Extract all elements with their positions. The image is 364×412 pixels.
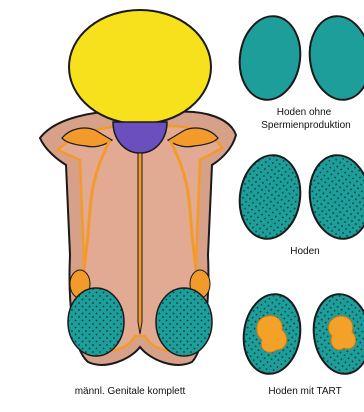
label-testes: Hoden — [265, 246, 345, 258]
testis-normal-left — [234, 151, 305, 243]
testis-left — [68, 288, 124, 356]
testis-right — [156, 288, 212, 356]
bladder — [69, 10, 211, 124]
urethra — [138, 153, 142, 334]
tart-lesion-right — [328, 316, 355, 350]
label-main-caption: männl. Genitale komplett — [30, 386, 230, 398]
label-testes-tart: Hoden mit TART — [253, 386, 357, 398]
testis-normal-right — [304, 151, 364, 243]
label-testes-no-sperm-line2: Spermienproduktion — [250, 120, 362, 132]
label-testes-no-sperm-line1: Hoden ohne — [252, 107, 356, 119]
testis-no-sperm-right — [304, 12, 364, 104]
testis-no-sperm-left — [234, 12, 305, 104]
